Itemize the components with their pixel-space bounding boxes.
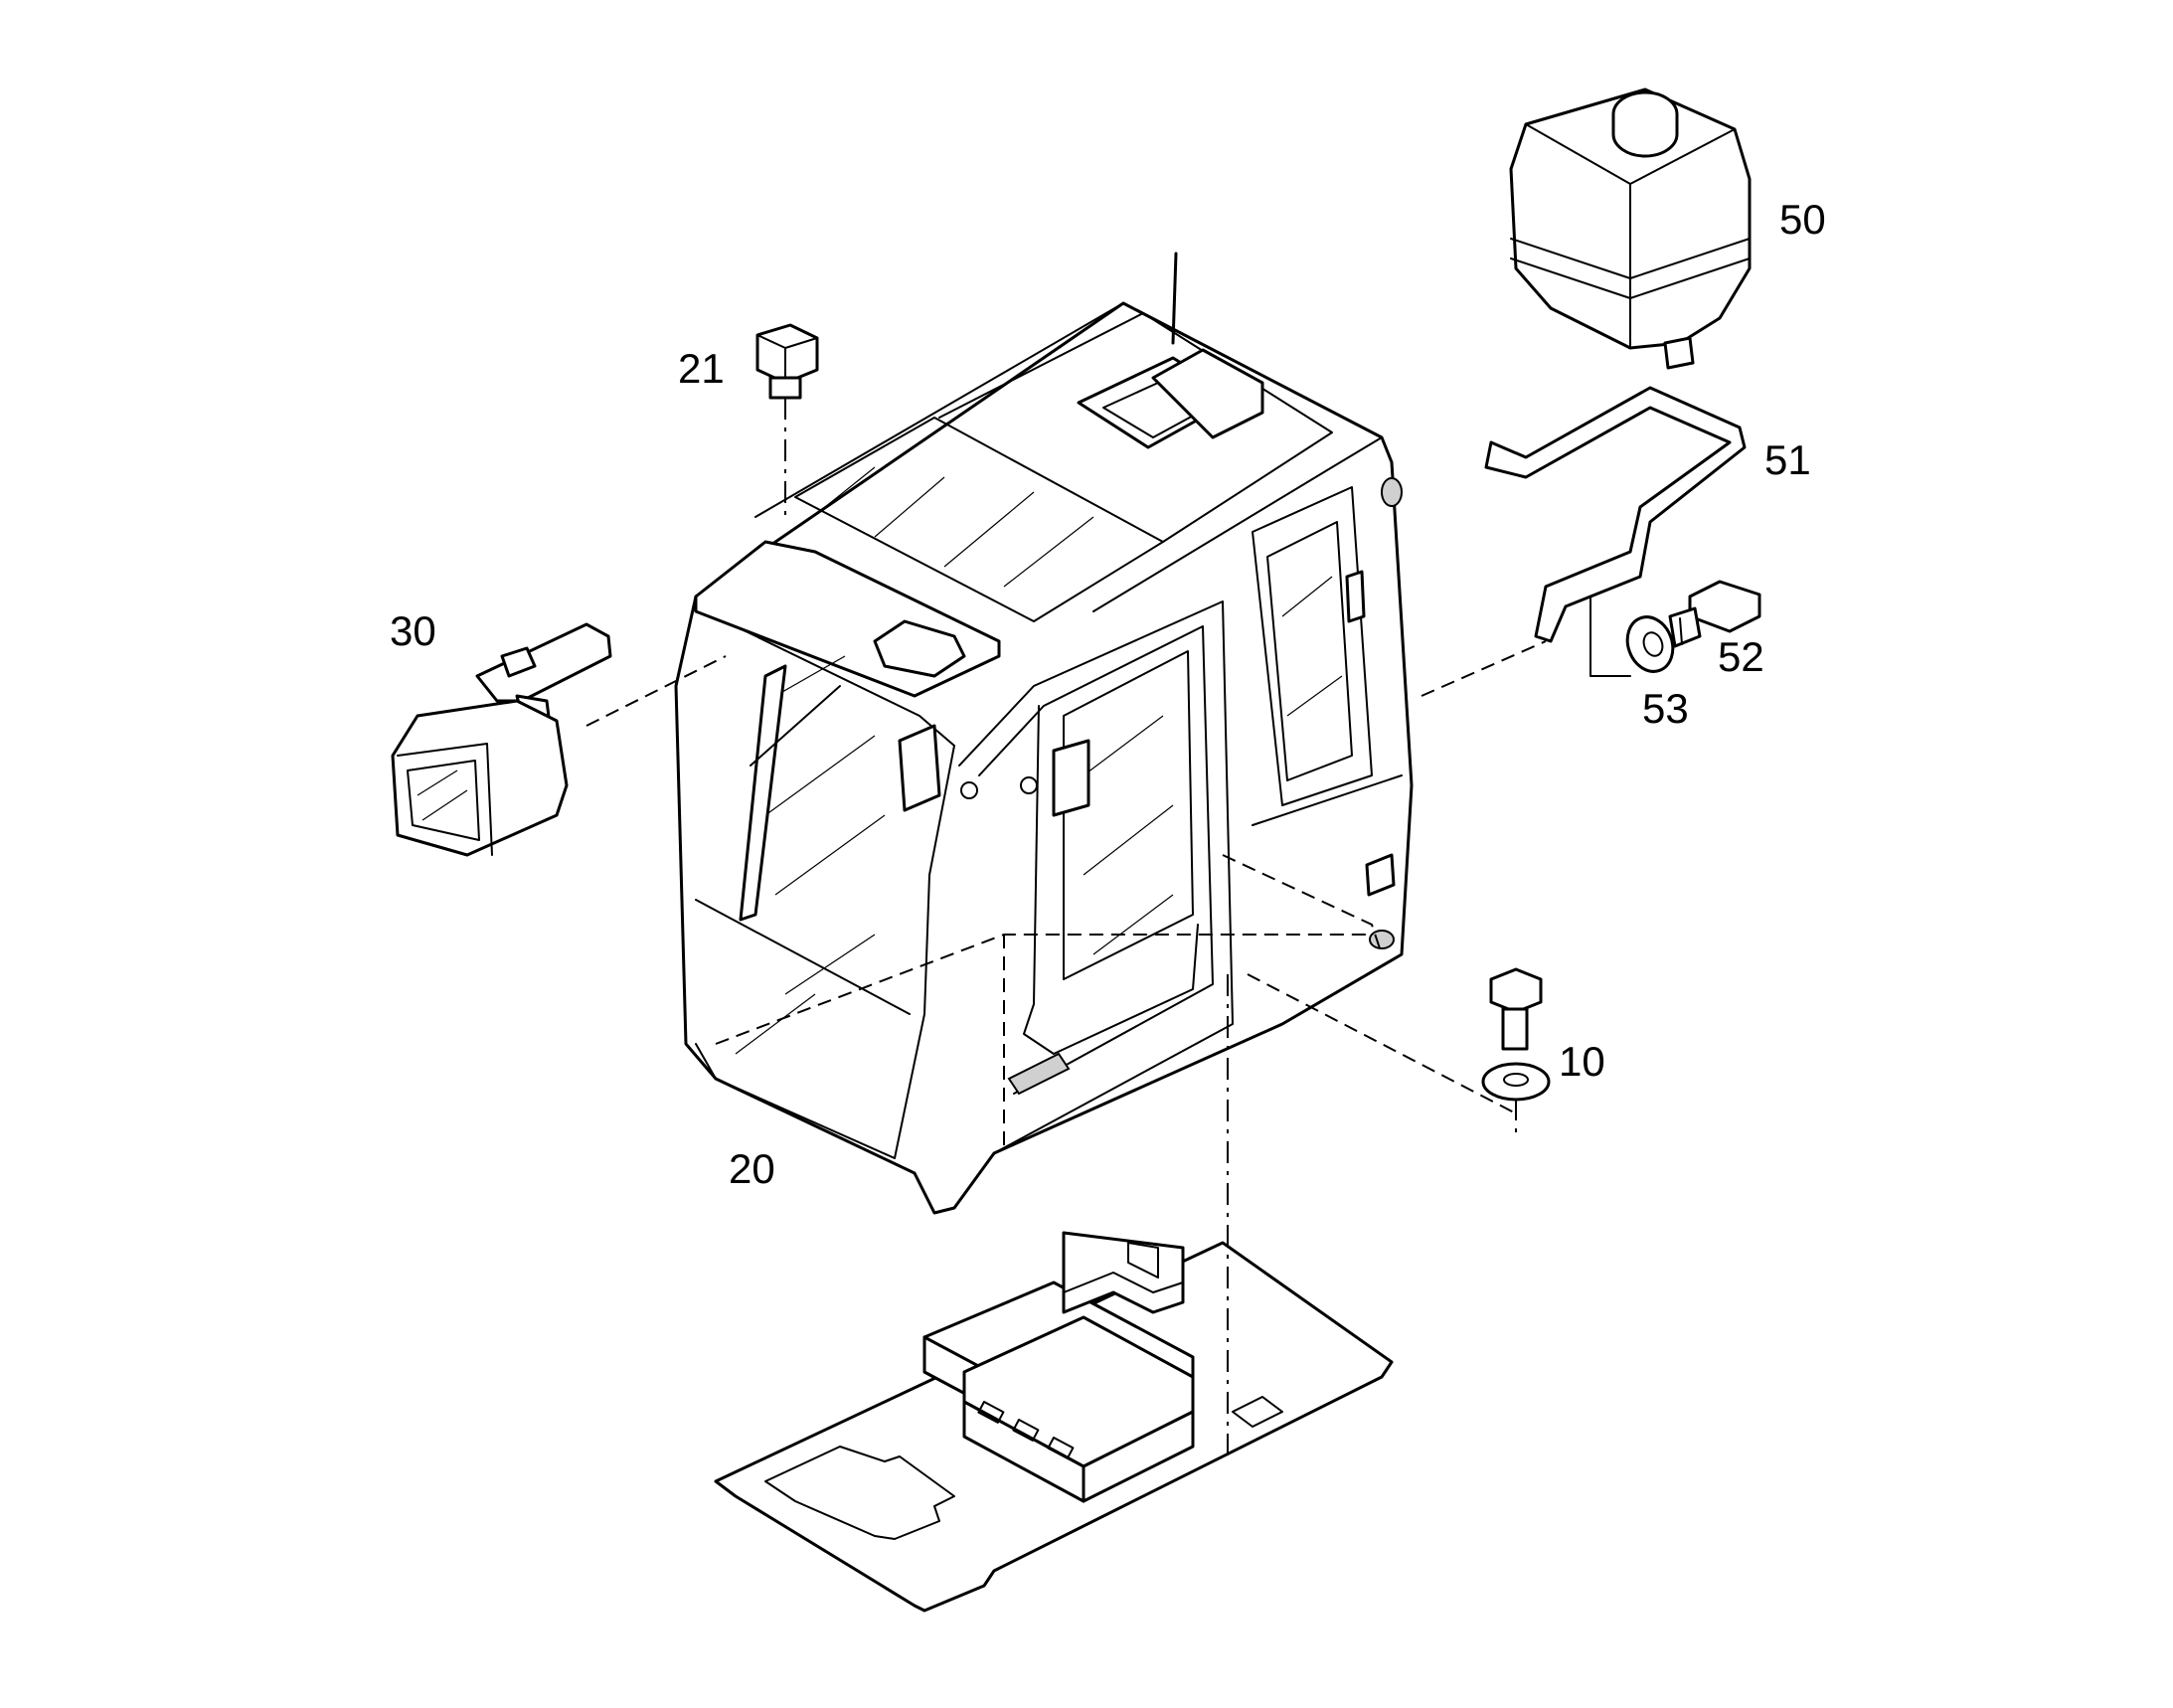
bolt-with-washer-icon	[1247, 967, 1551, 1138]
callout-label-20: 20	[729, 1145, 775, 1192]
callout-label-21: 21	[678, 345, 725, 392]
callout-label-52: 52	[1718, 633, 1764, 680]
washer-fluid-tank-icon	[1509, 87, 1752, 370]
bolt-icon	[1668, 580, 1761, 648]
callout-label-30: 30	[390, 607, 436, 654]
hex-plug-icon	[755, 323, 819, 517]
work-lamp-icon	[391, 622, 727, 857]
callout-label-51: 51	[1764, 436, 1811, 483]
tank-bracket-icon	[1484, 386, 1747, 643]
callout-label-50: 50	[1779, 196, 1826, 243]
callout-label-53: 53	[1642, 685, 1689, 732]
floor-plate-icon	[714, 1231, 1394, 1613]
washer-icon	[1625, 615, 1675, 673]
callout-label-10: 10	[1559, 1038, 1605, 1085]
